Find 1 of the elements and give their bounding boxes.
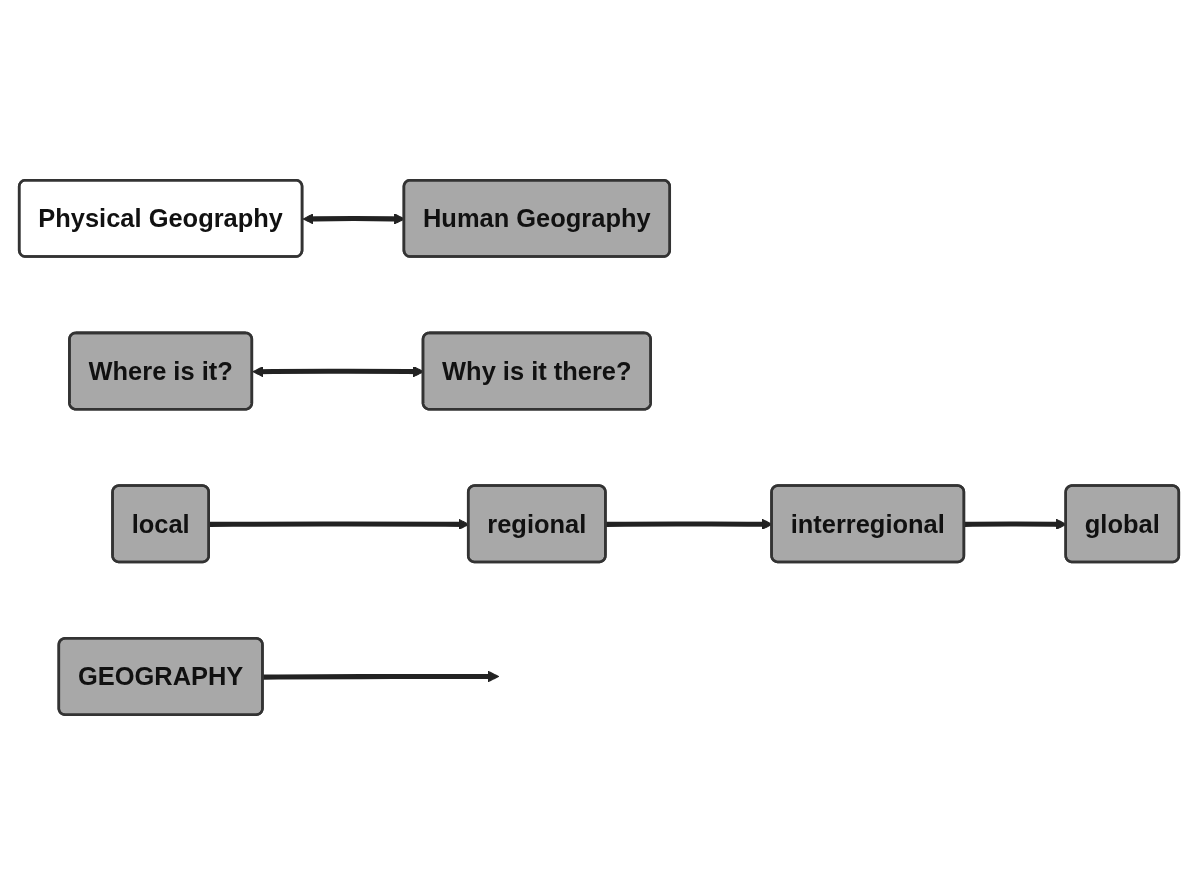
arrow (262, 670, 499, 682)
